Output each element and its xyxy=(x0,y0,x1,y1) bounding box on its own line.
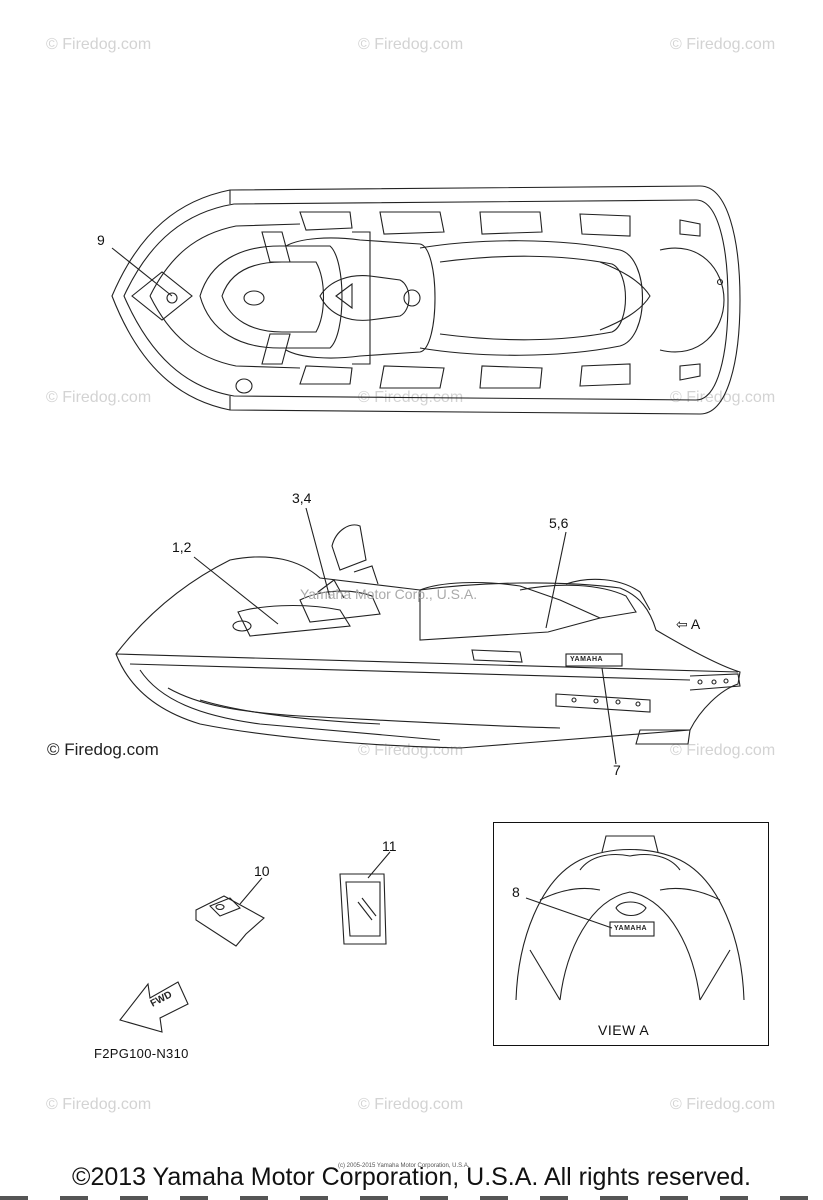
callout-10: 10 xyxy=(254,863,270,879)
leader-3-4 xyxy=(305,507,331,599)
leader-1-2 xyxy=(193,556,279,625)
callout-5-6: 5,6 xyxy=(549,515,569,531)
view-a-drawing xyxy=(515,835,745,1001)
watermark-bottom-center: © Firedog.com xyxy=(358,1096,464,1113)
footer-dashed-line xyxy=(0,1196,823,1200)
watermark-low-right: © Firedog.com xyxy=(670,742,776,759)
yamaha-badge-side: YAMAHA xyxy=(570,656,604,663)
view-a-frame xyxy=(493,822,769,1046)
leader-9 xyxy=(111,247,173,297)
watermark-top-left: © Firedog.com xyxy=(46,36,152,53)
callout-9: 9 xyxy=(97,232,105,248)
callout-7: 7 xyxy=(613,762,621,778)
diagram-part-code: F2PG100-N310 xyxy=(94,1046,189,1061)
watermark-mid-left: © Firedog.com xyxy=(46,389,152,406)
top-view-hull xyxy=(111,185,741,415)
callout-8: 8 xyxy=(512,884,520,900)
watermark-bottom-left: © Firedog.com xyxy=(46,1096,152,1113)
watermark-bottom-right: © Firedog.com xyxy=(670,1096,776,1113)
leader-5-6 xyxy=(545,531,567,629)
tiny-copyright: (c) 2005-2015 Yamaha Motor Corporation, … xyxy=(338,1163,470,1169)
callout-3-4: 3,4 xyxy=(292,490,312,506)
watermark-top-right: © Firedog.com xyxy=(670,36,776,53)
view-a-label: VIEW A xyxy=(598,1022,650,1038)
side-view-hull xyxy=(115,507,741,765)
watermark-low-center: © Firedog.com xyxy=(358,742,464,759)
footer-copyright: ©2013 Yamaha Motor Corporation, U.S.A. A… xyxy=(72,1163,751,1191)
yamaha-badge-view-a: YAMAHA xyxy=(614,925,648,932)
part-10-drawing xyxy=(195,877,265,947)
watermark-top-center: © Firedog.com xyxy=(358,36,464,53)
callout-11: 11 xyxy=(382,838,397,854)
callout-1-2: 1,2 xyxy=(172,539,192,555)
callout-view-a-arrow: ⇦ A xyxy=(676,616,701,632)
part-11-drawing xyxy=(339,851,391,945)
leader-7 xyxy=(601,667,617,765)
side-overlay-text: Yamaha Motor Corp., U.S.A. xyxy=(300,586,478,602)
firedog-watermark-main: © Firedog.com xyxy=(47,740,159,759)
fwd-arrow-shape xyxy=(119,981,189,1033)
